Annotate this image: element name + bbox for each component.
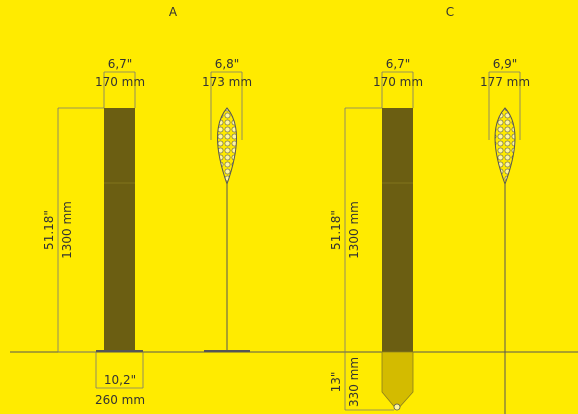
variant-label-a: A — [169, 5, 178, 19]
variant-c: 6,7" 170 mm 51.18" 1300 mm 13" 330 mm 6,… — [329, 57, 530, 414]
c-ground-spike — [381, 351, 414, 411]
a-base-width-mm: 260 mm — [95, 393, 145, 407]
c-spike-length-mm: 330 mm — [347, 357, 361, 407]
a-height-mm: 1300 mm — [60, 201, 74, 259]
a-lamp-width-mm: 173 mm — [202, 75, 252, 89]
a-column — [104, 108, 135, 352]
c-height-in: 51.18" — [329, 210, 343, 250]
variant-a: 6,7" 170 mm 51.18" 1300 mm 10,2" 260 mm … — [42, 57, 252, 407]
c-column-width-in: 6,7" — [386, 57, 411, 71]
a-lamp-base — [204, 350, 250, 352]
a-column-width-mm: 170 mm — [95, 75, 145, 89]
c-lamp-width-in: 6,9" — [493, 57, 518, 71]
c-height-mm: 1300 mm — [347, 201, 361, 259]
a-base — [96, 350, 143, 352]
a-column-width-in: 6,7" — [108, 57, 133, 71]
a-base-width-in: 10,2" — [104, 373, 136, 387]
c-spike-tip — [393, 403, 401, 411]
c-lamp-width-mm: 177 mm — [480, 75, 530, 89]
a-lamp-width-in: 6,8" — [215, 57, 240, 71]
c-lamp-shade — [494, 107, 516, 186]
c-column-width-mm: 170 mm — [373, 75, 423, 89]
variant-label-c: C — [446, 5, 454, 19]
c-column — [382, 108, 413, 352]
c-spike-length-in: 13" — [329, 372, 343, 393]
a-lamp-shade — [217, 107, 237, 186]
a-height-in: 51.18" — [42, 210, 56, 250]
